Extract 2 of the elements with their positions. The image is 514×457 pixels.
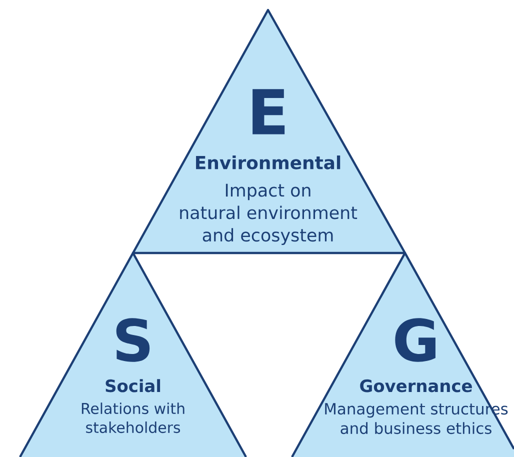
triangle: E Environmental Impact on natural environment and ecosystem: [132, 8, 406, 254]
triangle: S Social Relations with stakeholders: [19, 252, 247, 457]
